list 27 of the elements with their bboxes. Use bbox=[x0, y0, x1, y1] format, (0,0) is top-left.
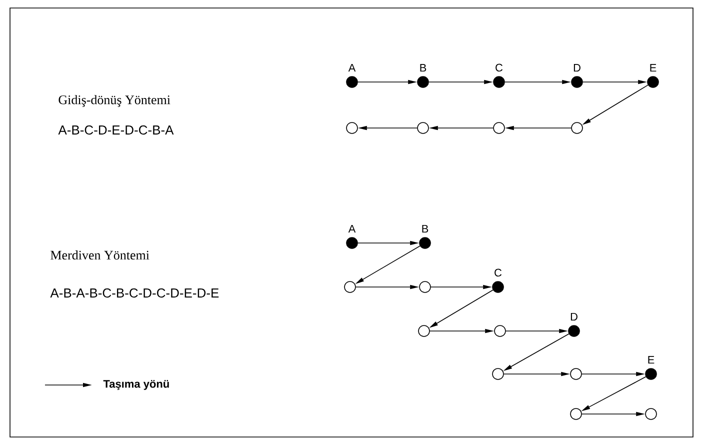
node-label: C bbox=[494, 268, 502, 277]
node-label: B bbox=[420, 64, 426, 72]
node-label: D bbox=[570, 313, 578, 321]
legend-text: Taşıma yönü bbox=[103, 380, 169, 390]
open-circle bbox=[344, 281, 356, 293]
open-circle bbox=[492, 368, 504, 380]
open-circle bbox=[494, 325, 506, 337]
open-circle bbox=[570, 408, 582, 420]
open-circle bbox=[418, 325, 430, 337]
node-label: A bbox=[348, 225, 356, 233]
open-circle bbox=[346, 122, 358, 134]
node-label: D bbox=[574, 64, 580, 72]
open-circle bbox=[570, 368, 582, 380]
node-label: E bbox=[650, 64, 656, 72]
sequence-text: A-B-C-D-E-D-C-B-A bbox=[58, 125, 174, 135]
open-circle bbox=[417, 122, 429, 134]
open-circle bbox=[645, 408, 657, 420]
node-label: E bbox=[648, 356, 654, 364]
node-label: C bbox=[496, 64, 503, 72]
node-label: A bbox=[348, 64, 356, 72]
open-circle bbox=[571, 122, 583, 134]
open-circle bbox=[419, 281, 431, 293]
method-title: Gidiş-dönüş Yöntemi bbox=[58, 95, 170, 107]
sequence-text: A-B-A-B-C-B-C-D-C-D-E-D-E bbox=[50, 288, 219, 298]
method-title: Merdiven Yöntemi bbox=[50, 250, 150, 260]
open-circle bbox=[493, 122, 505, 134]
node-label: B bbox=[422, 225, 428, 233]
